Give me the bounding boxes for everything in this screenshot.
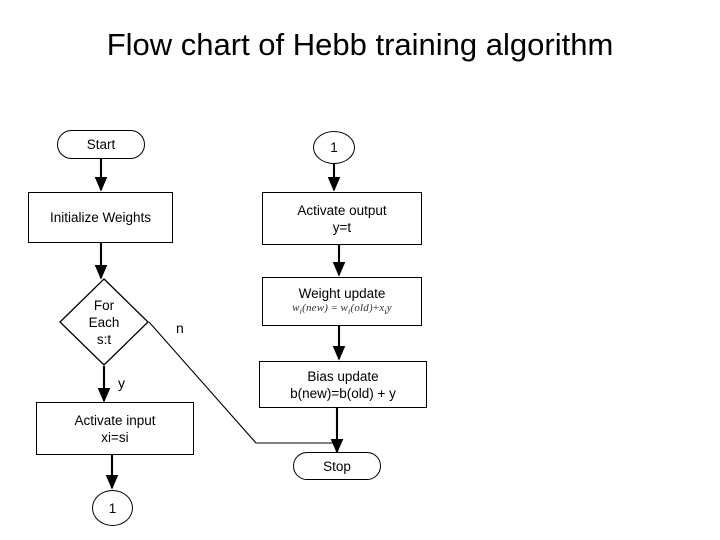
node-weight-update[interactable]: Weight update wi(new) = wi(old)+xiy xyxy=(262,277,422,326)
formula-sub-i3: i xyxy=(384,307,387,317)
node-start[interactable]: Start xyxy=(57,130,145,159)
node-activate-input-line-1: Activate input xyxy=(74,412,156,428)
node-bias-update[interactable]: Bias update b(new)=b(old) + y xyxy=(259,361,427,408)
formula-x: x xyxy=(379,301,385,314)
decision-line-1: For xyxy=(93,297,115,313)
formula-y: y xyxy=(386,301,392,314)
formula-w2: w xyxy=(340,301,349,314)
node-weight-update-line-1: Weight update xyxy=(298,285,386,301)
formula-sub-i2: i xyxy=(348,307,351,317)
node-initialize-weights[interactable]: Initialize Weights xyxy=(28,192,173,243)
connector-bottom-left-label: 1 xyxy=(108,500,117,516)
node-stop-label: Stop xyxy=(323,458,351,474)
formula-plus: + xyxy=(372,301,380,314)
decision-line-2: Each xyxy=(88,314,120,330)
formula-old: (old) xyxy=(350,301,373,314)
connector-top-right[interactable]: 1 xyxy=(313,131,355,164)
formula-sub-i: i xyxy=(299,307,303,317)
node-for-each-decision[interactable]: For Each s:t xyxy=(59,278,149,366)
node-activate-input[interactable]: Activate input xi=si xyxy=(36,402,194,455)
node-activate-output-line-2: y=t xyxy=(332,219,352,235)
decision-line-3: s:t xyxy=(96,331,112,347)
node-activate-output-line-1: Activate output xyxy=(297,202,387,218)
formula-w: w xyxy=(292,301,300,314)
connector-top-right-label: 1 xyxy=(330,140,338,155)
node-initialize-weights-label: Initialize Weights xyxy=(49,210,152,225)
edge-label-no: n xyxy=(176,320,184,336)
diamond-shape xyxy=(59,278,149,366)
formula-new: (new) xyxy=(302,301,329,314)
formula-eq: = xyxy=(331,301,338,314)
node-for-each-decision-label: For Each s:t xyxy=(89,297,120,348)
node-bias-update-line-2: b(new)=b(old) + y xyxy=(290,385,396,401)
node-activate-input-line-2: xi=si xyxy=(101,429,129,445)
node-stop[interactable]: Stop xyxy=(293,452,381,480)
node-activate-output[interactable]: Activate output y=t xyxy=(262,192,422,245)
edge-decision-no-to-stop xyxy=(148,321,337,444)
node-weight-update-formula: wi(new) = wi(old)+xiy xyxy=(292,302,392,318)
connector-bottom-left[interactable]: 1 xyxy=(92,490,133,526)
edge-label-yes: y xyxy=(118,375,125,391)
node-start-label: Start xyxy=(86,137,116,152)
node-bias-update-line-1: Bias update xyxy=(307,368,379,384)
page-title: Flow chart of Hebb training algorithm xyxy=(106,27,614,62)
